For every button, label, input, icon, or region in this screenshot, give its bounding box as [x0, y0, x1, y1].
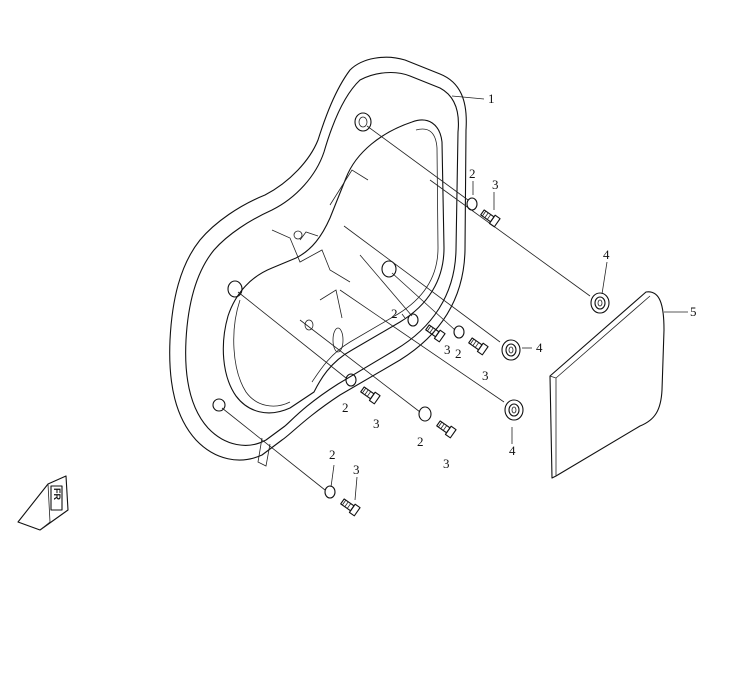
callout-2: 2 — [342, 400, 349, 415]
callout-2: 2 — [329, 447, 336, 462]
callout-3: 3 — [443, 456, 450, 471]
callout-2: 2 — [417, 434, 424, 449]
callout-3: 3 — [482, 368, 489, 383]
callout-5: 5 — [690, 304, 697, 319]
forward-direction-marker: FR — [17, 475, 69, 531]
callout-3: 3 — [373, 416, 380, 431]
callout-4: 4 — [603, 247, 610, 262]
collar-part-2 — [324, 197, 478, 499]
callout-3: 3 — [353, 462, 360, 477]
bolt-part-3 — [340, 209, 501, 517]
callout-4: 4 — [509, 443, 516, 458]
callout-4: 4 — [536, 340, 543, 355]
callout-2: 2 — [391, 306, 398, 321]
panel-part-5 — [549, 291, 665, 479]
callout-2: 2 — [455, 346, 462, 361]
assembly-lines — [221, 95, 688, 501]
callout-3: 3 — [444, 342, 451, 357]
grommet-part-4 — [501, 292, 610, 421]
forward-marker-label: FR — [52, 488, 62, 500]
callout-1: 1 — [488, 91, 495, 106]
callout-labels: 1 2 3 4 5 2 3 2 3 4 2 3 2 3 4 2 3 — [329, 91, 697, 477]
callout-3: 3 — [492, 177, 499, 192]
callout-2: 2 — [469, 166, 476, 181]
cover-part-1 — [169, 56, 467, 467]
